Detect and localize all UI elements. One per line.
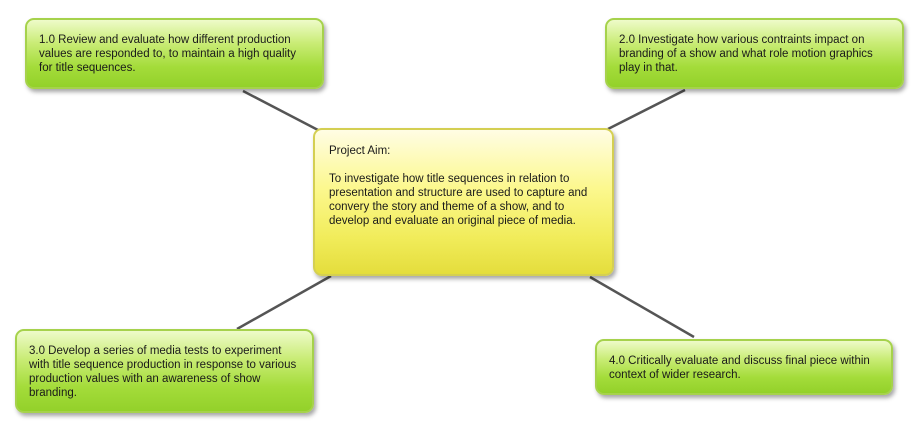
objective-1-text: 1.0 Review and evaluate how different pr…	[39, 34, 296, 74]
objective-2-text: 2.0 Investigate how various contraints i…	[619, 34, 873, 74]
connector-1	[242, 89, 319, 132]
objective-node-4: 4.0 Critically evaluate and discuss fina…	[595, 339, 893, 395]
objective-node-3: 3.0 Develop a series of media tests to e…	[15, 329, 314, 413]
connector-4	[589, 275, 695, 339]
objective-node-2: 2.0 Investigate how various contraints i…	[605, 18, 904, 89]
project-aim-node: Project Aim: To investigate how title se…	[313, 128, 614, 276]
objective-3-text: 3.0 Develop a series of media tests to e…	[29, 345, 297, 399]
connector-2	[607, 88, 686, 131]
connector-3	[236, 274, 332, 331]
project-aim-title: Project Aim:	[329, 145, 391, 157]
objective-4-text: 4.0 Critically evaluate and discuss fina…	[609, 355, 870, 381]
project-aim-text: To investigate how title sequences in re…	[329, 173, 588, 227]
objective-node-1: 1.0 Review and evaluate how different pr…	[25, 18, 324, 89]
